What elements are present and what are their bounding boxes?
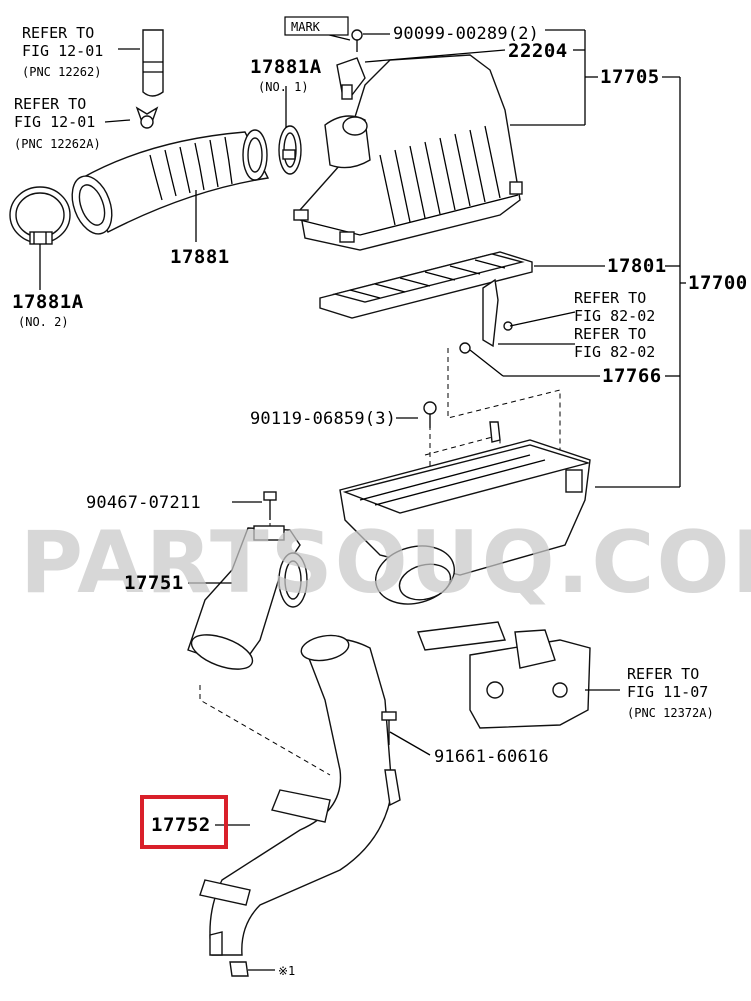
highlight-box — [140, 795, 228, 849]
callout-line: (PNC 12372A) — [627, 706, 714, 720]
callout-refer-11-07: REFER TO FIG 11-07 (PNC 12372A) — [627, 665, 714, 720]
mark-tag-label: MARK — [291, 20, 321, 34]
bolt-90467-drawing — [263, 491, 277, 520]
part-number-17705: 17705 — [600, 66, 660, 88]
screw-90099-drawing — [351, 29, 363, 52]
intake-hose-17881-drawing — [71, 129, 270, 235]
callout-line: (PNC 12262A) — [14, 137, 101, 151]
clip-x1-drawing — [229, 961, 249, 977]
part-number-17801: 17801 — [607, 255, 667, 277]
air-cleaner-case-drawing — [339, 421, 591, 605]
part-number-17700: 17700 — [688, 272, 748, 294]
note-x1: ※1 — [278, 964, 295, 978]
callout-line: FIG 82-02 — [574, 343, 655, 361]
clamp-17881a-no1-drawing — [278, 125, 302, 175]
bolt-91661-drawing — [381, 711, 397, 745]
part-number-90119: 90119-06859(3) — [250, 409, 396, 429]
callout-line: REFER TO — [574, 325, 646, 343]
part-number-90099: 90099-00289(2) — [393, 24, 539, 44]
part-number-17751: 17751 — [124, 572, 184, 594]
watermark: PARTSOUQ.COM — [20, 513, 751, 613]
screw-90119-drawing — [423, 401, 437, 428]
mark-tag-box — [284, 16, 349, 36]
part-note-no2: (NO. 2) — [18, 315, 69, 329]
bracket-fig11-07-drawing — [417, 621, 591, 729]
callout-refer-82-02-b: REFER TO FIG 82-02 — [574, 325, 655, 361]
part-note-no1: (NO. 1) — [258, 80, 309, 94]
callout-line: REFER TO — [14, 95, 86, 113]
callout-refer-12-01-a: REFER TO FIG 12-01 (PNC 12262) — [22, 24, 103, 79]
airflow-meter-22204-drawing — [336, 57, 366, 100]
callout-line: REFER TO — [574, 289, 646, 307]
part-number-17766: 17766 — [602, 365, 662, 387]
callout-refer-12-01-b: REFER TO FIG 12-01 (PNC 12262A) — [14, 95, 101, 151]
part-number-17881a-no2: 17881A — [12, 291, 84, 313]
clamp-17881a-no2-drawing — [9, 186, 71, 245]
callout-refer-82-02-a: REFER TO FIG 82-02 — [574, 289, 655, 325]
part-number-17752: 17752 — [151, 814, 211, 836]
intake-pipe-12262-drawing — [142, 29, 164, 97]
callout-line: FIG 11-07 — [627, 683, 708, 701]
part-number-17881a-no1: 17881A — [250, 56, 322, 78]
intake-duct-17751-drawing — [187, 525, 308, 670]
callout-line: REFER TO — [22, 24, 94, 42]
clip-12262a-drawing — [135, 106, 159, 129]
callout-line: FIG 12-01 — [14, 113, 95, 131]
callout-line: (PNC 12262) — [22, 65, 101, 79]
part-number-90467: 90467-07211 — [86, 493, 201, 513]
leader-lines — [39, 29, 686, 971]
callout-line: REFER TO — [627, 665, 699, 683]
bracket-fig82-drawing — [459, 278, 513, 354]
air-filter-element-17801-drawing — [319, 251, 533, 319]
intake-hose-17752-drawing — [199, 634, 401, 956]
callout-line: FIG 82-02 — [574, 307, 655, 325]
part-number-22204: 22204 — [508, 40, 568, 62]
callout-line: FIG 12-01 — [22, 42, 103, 60]
air-cleaner-cap-17705-drawing — [293, 54, 523, 251]
part-number-91661: 91661-60616 — [434, 747, 549, 767]
part-number-17881: 17881 — [170, 246, 230, 268]
